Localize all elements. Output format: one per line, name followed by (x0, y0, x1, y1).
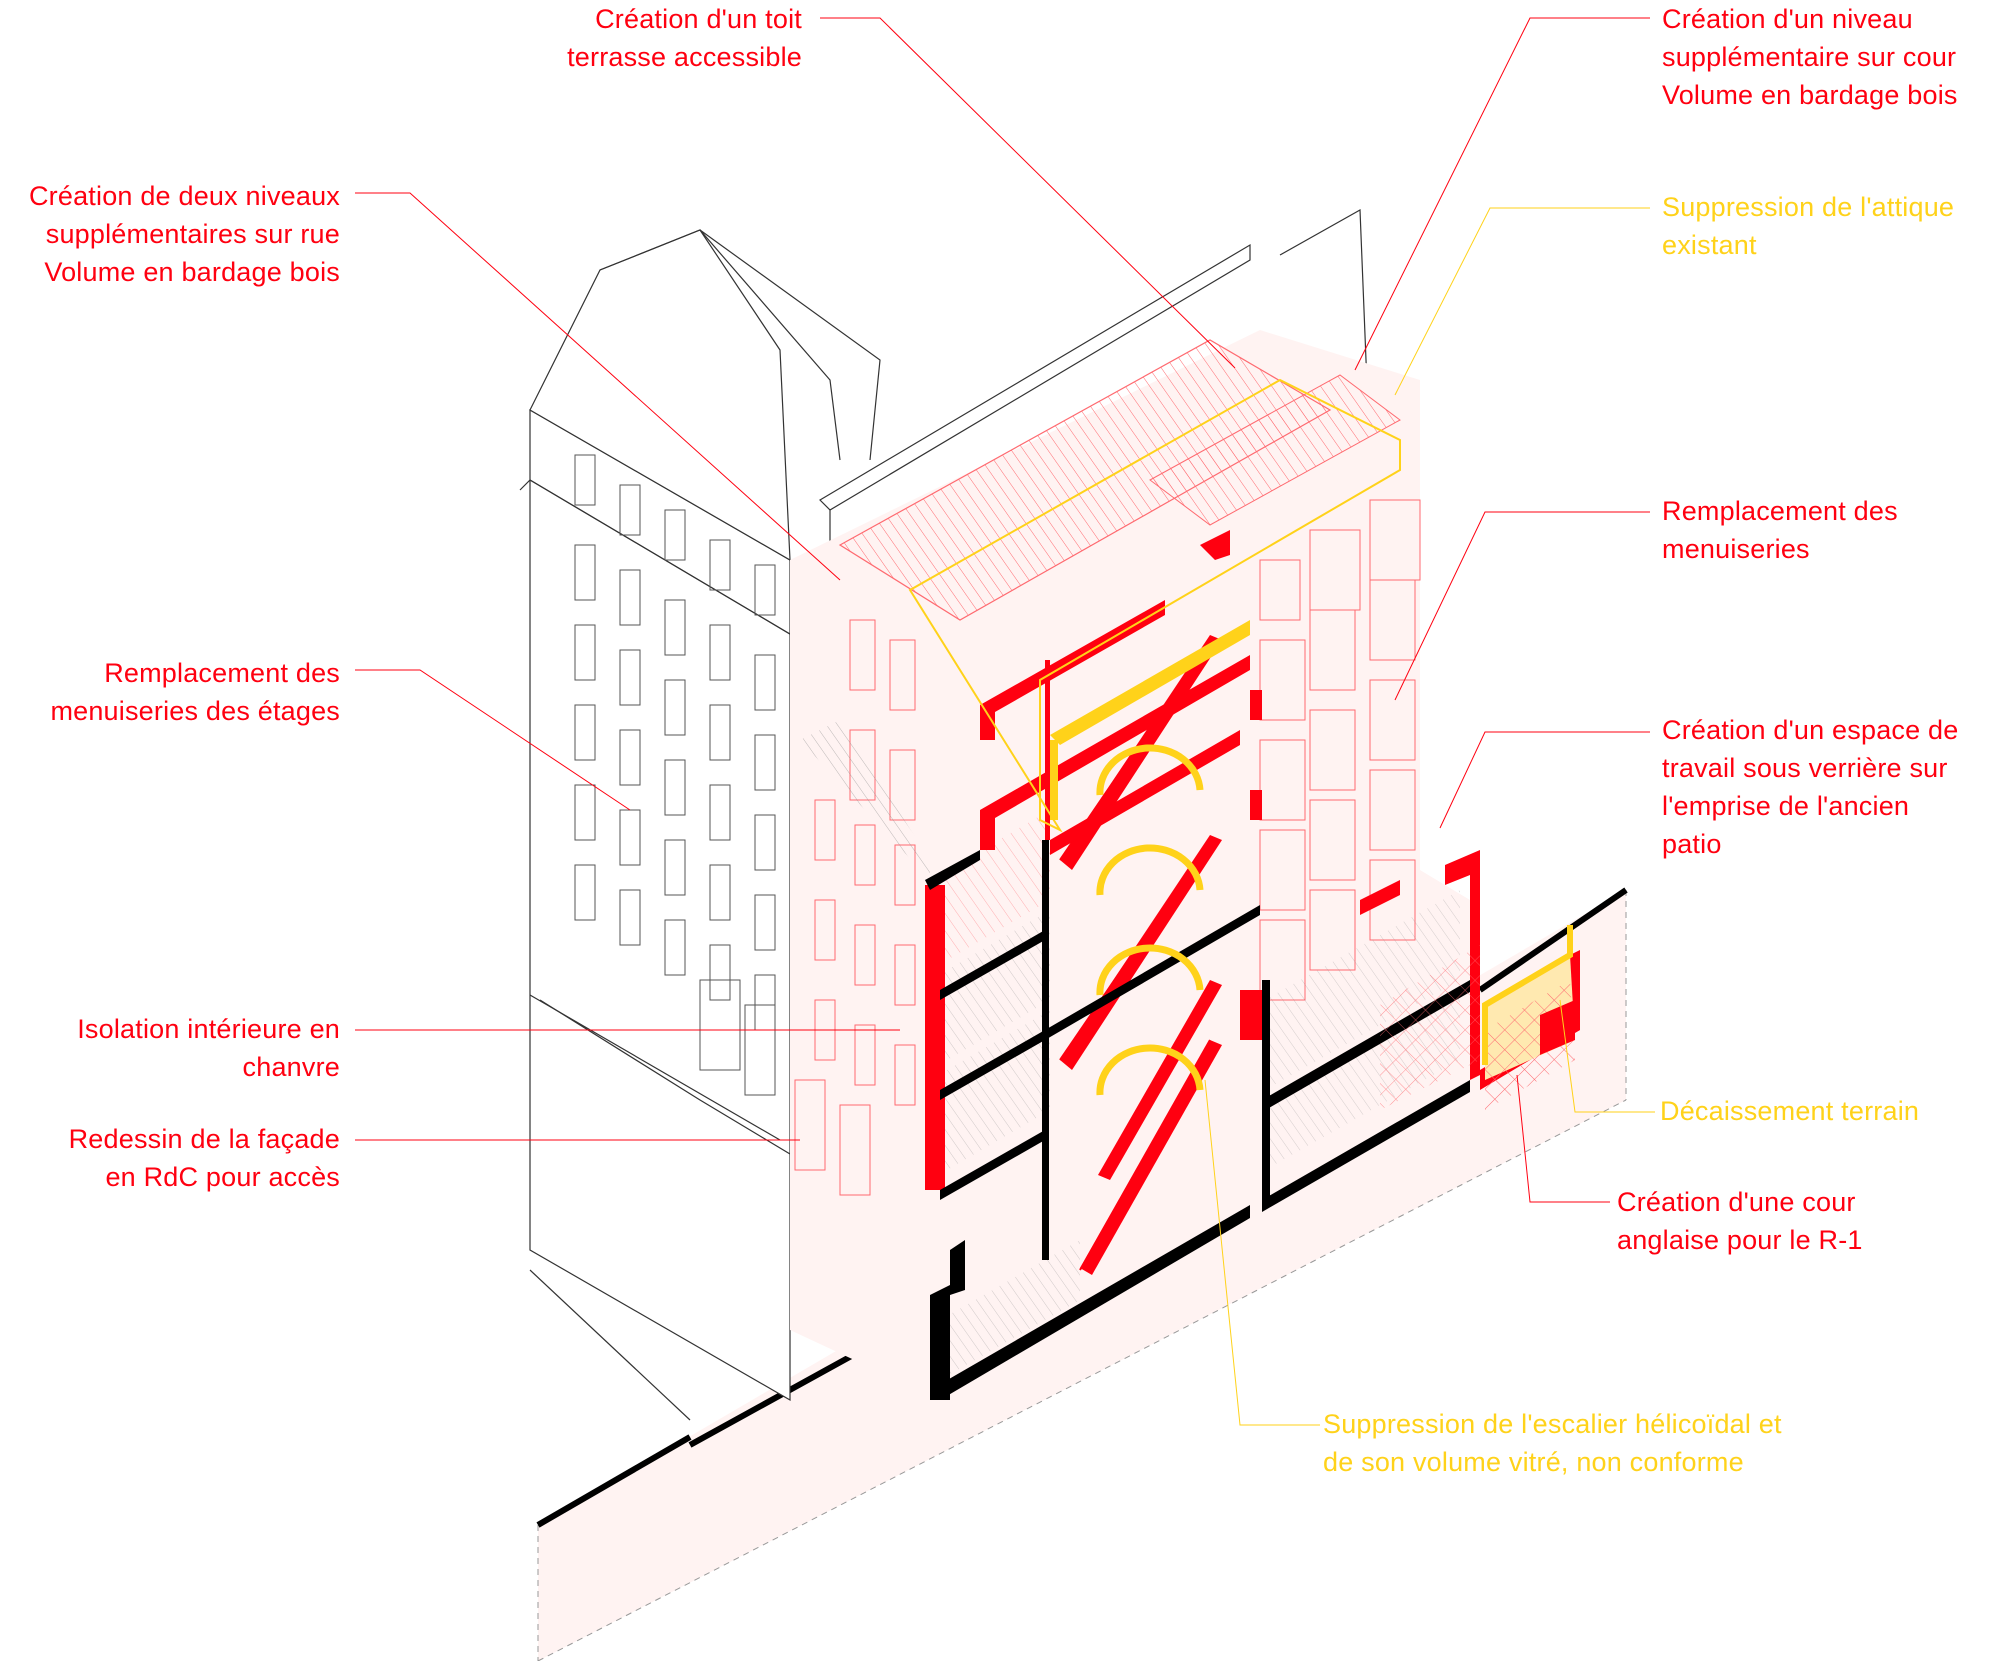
annotation-line: travail sous verrière sur (1662, 753, 1948, 783)
annotation-line: l'emprise de l'ancien (1662, 791, 1910, 821)
annotation-line: Suppression de l'escalier hélicoïdal et (1323, 1409, 1782, 1439)
annotation-line: Isolation intérieure en (77, 1014, 340, 1044)
annotation-line: en RdC pour accès (105, 1162, 340, 1192)
annotation-line: existant (1662, 230, 1757, 260)
annotation-line: Décaissement terrain (1660, 1096, 1920, 1126)
annotation-line: Création d'une cour (1617, 1187, 1856, 1217)
annotation-line: menuiseries (1662, 534, 1810, 564)
annotation-line: Volume en bardage bois (44, 257, 340, 287)
annotation-niveau-cour: Création d'un niveau supplémentaire sur … (1662, 0, 1958, 114)
annotation-cour-anglaise: Création d'une cour anglaise pour le R-1 (1617, 1183, 1863, 1259)
annotation-decaissement: Décaissement terrain (1660, 1092, 1919, 1130)
annotation-attique: Suppression de l'attique existant (1662, 188, 1954, 264)
annotation-line: Création d'un toit (595, 4, 802, 34)
annotation-line: supplémentaire sur cour (1662, 42, 1957, 72)
annotation-espace-travail: Création d'un espace de travail sous ver… (1662, 711, 1958, 863)
annotation-line: Création d'un niveau (1662, 4, 1913, 34)
neighbour-building (519, 208, 1371, 1421)
annotation-niveaux-rue: Création de deux niveaux supplémentaires… (29, 177, 340, 291)
annotation-facade-rdc: Redessin de la façade en RdC pour accès (69, 1120, 340, 1196)
annotation-line: Remplacement des (104, 658, 340, 688)
annotation-menuiseries: Remplacement des menuiseries (1662, 492, 1898, 568)
annotation-line: de son volume vitré, non conforme (1323, 1447, 1744, 1477)
annotation-line: Création de deux niveaux (28, 181, 340, 211)
removal-elements (908, 378, 1575, 1110)
annotation-escalier: Suppression de l'escalier hélicoïdal et … (1323, 1405, 1782, 1481)
annotation-line: anglaise pour le R-1 (1617, 1225, 1863, 1255)
annotation-line: menuiseries des étages (50, 696, 340, 726)
annotation-menuiseries-etages: Remplacement des menuiseries des étages (50, 654, 340, 730)
annotation-line: Redessin de la façade (68, 1124, 340, 1154)
leader-lines (355, 17, 1655, 1426)
annotation-isolation: Isolation intérieure en chanvre (77, 1010, 340, 1086)
annotation-line: Suppression de l'attique (1662, 192, 1955, 222)
annotation-line: terrasse accessible (567, 42, 802, 72)
annotation-line: patio (1662, 829, 1722, 859)
annotation-line: chanvre (242, 1052, 340, 1082)
annotation-toit-terrasse: Création d'un toit terrasse accessible (567, 0, 802, 76)
annotation-line: Volume en bardage bois (1662, 80, 1958, 110)
main-building (790, 330, 1470, 1400)
annotation-line: Remplacement des (1662, 496, 1898, 526)
annotation-line: Création d'un espace de (1662, 715, 1959, 745)
annotation-line: supplémentaires sur rue (45, 219, 340, 249)
